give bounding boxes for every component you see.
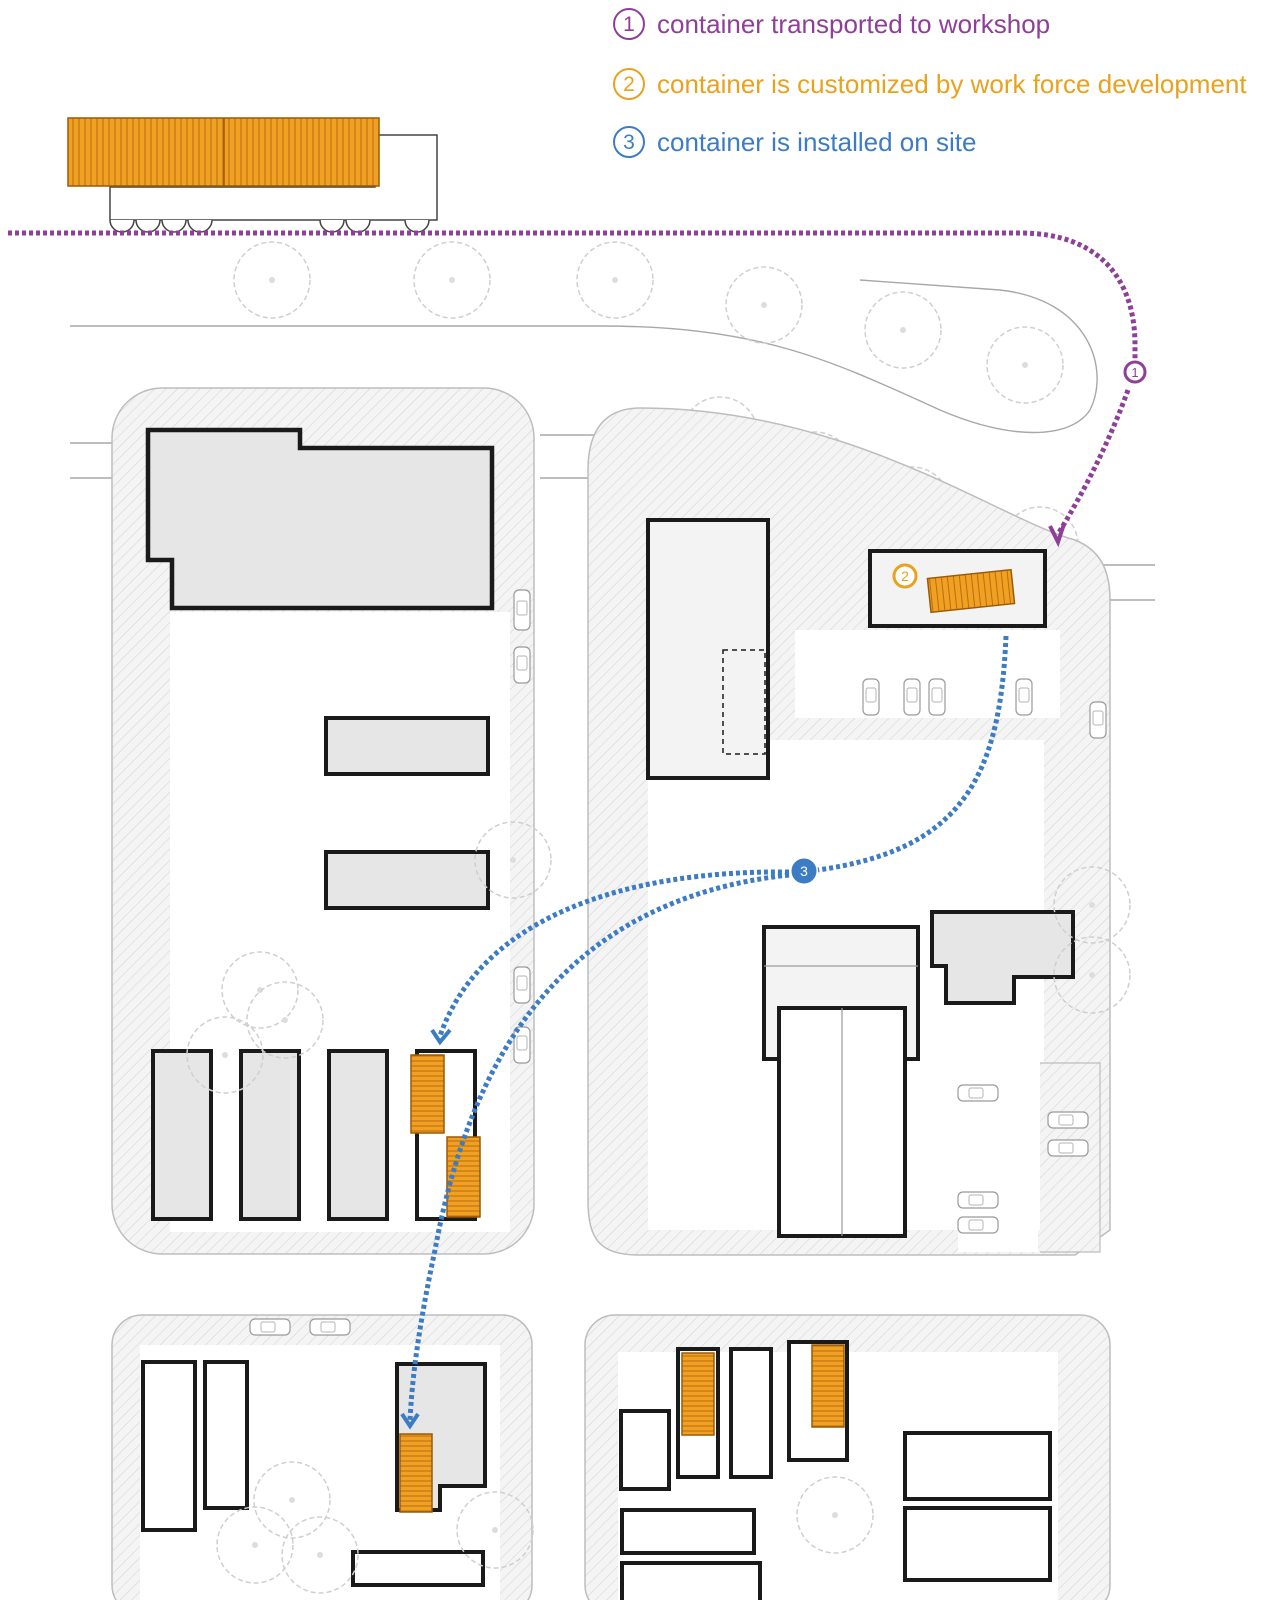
transport-path-3	[407, 635, 1009, 1421]
shipping-container-icon	[410, 1054, 445, 1134]
step-2-marker: 2	[892, 563, 918, 589]
shipping-container-icon	[399, 1433, 433, 1513]
block-c	[111, 1314, 534, 1600]
svg-text:2: 2	[901, 568, 909, 584]
shipping-container-icon	[811, 1344, 845, 1428]
legend-text-2: container is customized by work force de…	[657, 68, 1247, 99]
svg-text:3: 3	[800, 863, 808, 879]
transport-path-1	[8, 230, 1138, 548]
legend-item-2: 2 container is customized by work force …	[613, 64, 1247, 104]
block-b	[474, 407, 1131, 1256]
legend-text-1: container transported to workshop	[657, 8, 1051, 39]
shipping-container-icon	[926, 568, 1016, 614]
block-a	[111, 387, 535, 1255]
legend-text-3: container is installed on site	[657, 126, 977, 157]
truck-icon	[67, 117, 438, 233]
legend-item-3: 3 container is installed on site	[613, 122, 976, 162]
svg-text:1: 1	[1131, 365, 1138, 380]
arrowheads-3	[400, 1028, 452, 1430]
legend-item-1: 1 container transported to workshop	[613, 4, 1050, 44]
shipping-container-icon	[681, 1352, 715, 1436]
legend-number-2: 2	[613, 68, 645, 100]
step-3-marker: 3	[791, 858, 817, 884]
legend-number-1: 1	[613, 8, 645, 40]
step-1-marker: 1	[1123, 360, 1147, 384]
block-d	[584, 1314, 1111, 1600]
legend-number-3: 3	[613, 126, 645, 158]
